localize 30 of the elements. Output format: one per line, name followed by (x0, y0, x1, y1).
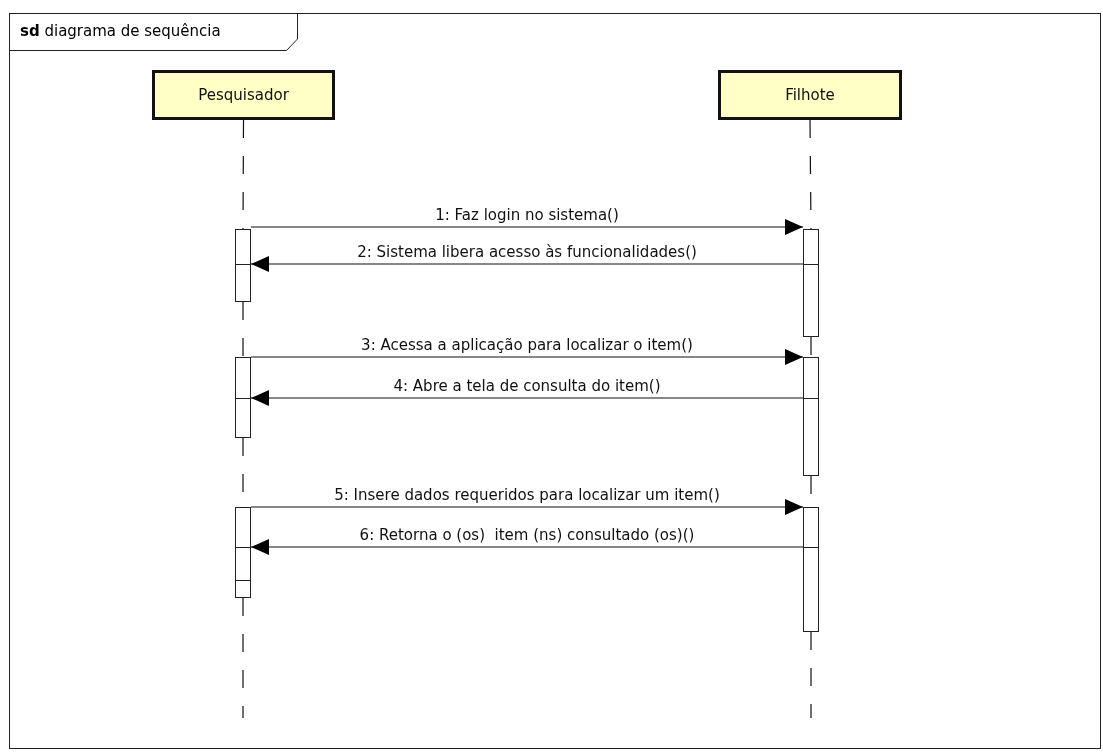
participant-box (152, 70, 335, 120)
message-arrow (250, 349, 804, 365)
message-arrow (250, 539, 804, 555)
activation-bar (803, 357, 819, 476)
lifeline (242, 119, 245, 230)
lifeline (242, 301, 244, 358)
activation-bar (235, 507, 251, 598)
message-arrow (250, 219, 804, 235)
message-label: 2: Sistema libera acesso às funcionalidades() (357, 243, 697, 261)
message-arrow (250, 256, 804, 272)
lifeline (810, 631, 812, 719)
sequence-frame (9, 13, 1101, 749)
activation-bar (803, 229, 819, 337)
message-label: 6: Retorna o (os) item (ns) consultado (os)() (359, 526, 695, 544)
lifeline (810, 336, 812, 358)
activation-bar (235, 229, 251, 302)
participant-name: Pesquisador (198, 86, 289, 104)
participant-box (718, 70, 902, 120)
message-arrow (250, 390, 804, 406)
lifeline (809, 119, 812, 230)
message-label: 4: Abre a tela de consulta do item() (393, 377, 661, 395)
message-label: 5: Insere dados requeridos para localizar um item() (334, 486, 720, 504)
lifeline (242, 597, 244, 719)
participant-name: Filhote (785, 86, 835, 104)
message-label: 1: Faz login no sistema() (435, 206, 619, 224)
activation-bar (803, 507, 819, 632)
message-label: 3: Acessa a aplicação para localizar o item() (361, 336, 693, 354)
frame-title: sd diagrama de sequência (20, 22, 221, 40)
activation-bar (235, 357, 251, 438)
message-arrow (250, 499, 804, 515)
